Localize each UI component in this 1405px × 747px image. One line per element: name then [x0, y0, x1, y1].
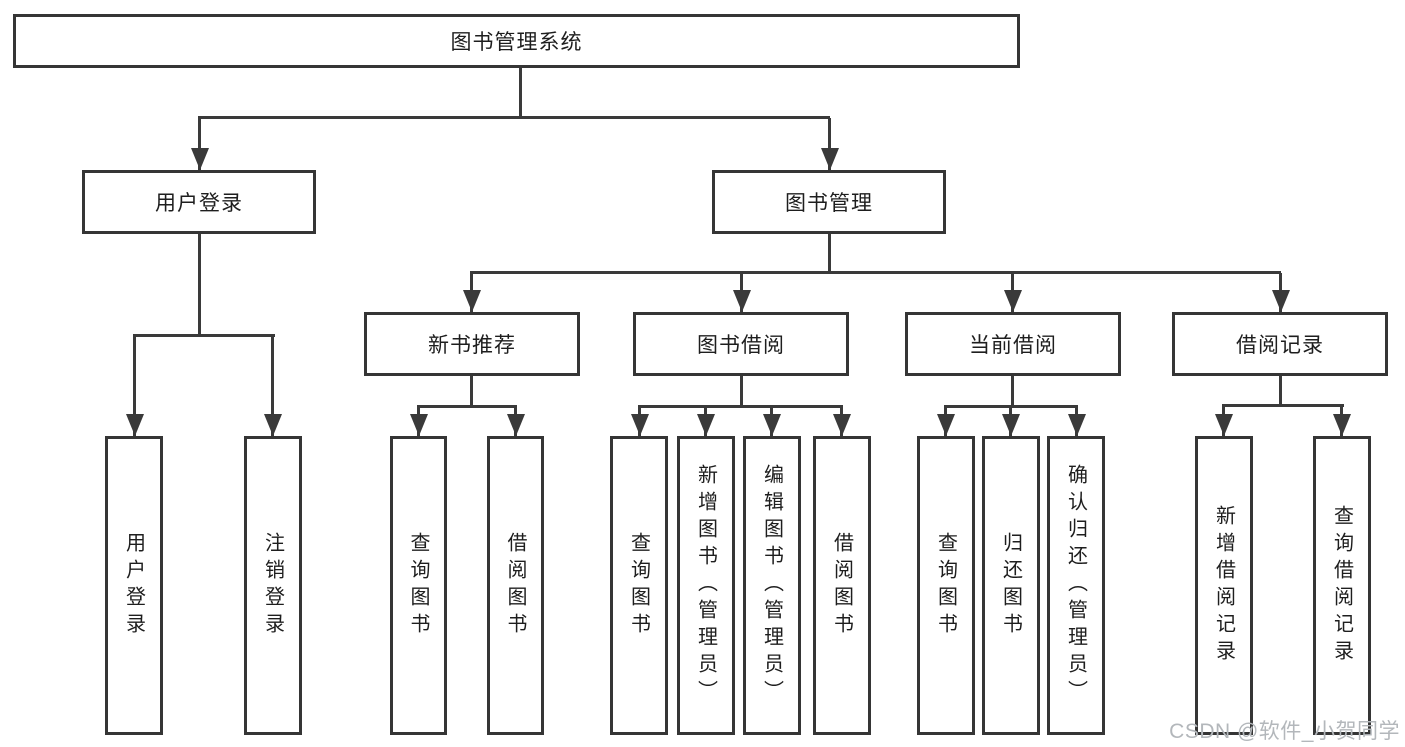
- leaf-borrow-add-admin: 新增图书（管理员）: [677, 436, 735, 735]
- connector-mgmt-split: [470, 271, 1281, 274]
- leaf-logout: 注销登录: [244, 436, 302, 735]
- connector-records-stem: [1279, 376, 1282, 406]
- node-root-system: 图书管理系统: [13, 14, 1020, 68]
- leaf-user-login: 用户登录: [105, 436, 163, 735]
- arrow-borrow-leaf-2: [696, 407, 715, 436]
- arrow-to-borrow-module: [732, 273, 751, 312]
- leaf-newbook-query: 查询图书: [390, 436, 447, 735]
- node-book-management: 图书管理: [712, 170, 946, 234]
- arrow-to-new-book-module: [462, 273, 481, 312]
- arrow-current-leaf-2: [1001, 407, 1020, 436]
- leaf-records-query: 查询借阅记录: [1313, 436, 1371, 735]
- connector-login-split: [133, 334, 275, 337]
- arrow-to-logout-leaf: [263, 336, 282, 436]
- arrow-newbook-leaf-2: [506, 407, 525, 436]
- leaf-current-confirm-admin: 确认归还（管理员）: [1047, 436, 1105, 735]
- connector-current-stem: [1011, 376, 1014, 407]
- arrow-to-records-module: [1271, 273, 1290, 312]
- node-borrow-records: 借阅记录: [1172, 312, 1388, 376]
- connector-newbook-stem: [470, 376, 473, 407]
- node-book-borrow: 图书借阅: [633, 312, 849, 376]
- connector-root-stem: [519, 68, 522, 118]
- arrow-borrow-leaf-3: [762, 407, 781, 436]
- connector-mgmt-stem: [828, 234, 831, 273]
- connector-current-split: [944, 405, 1078, 408]
- arrow-to-user-login-leaf: [125, 336, 144, 436]
- connector-borrow-stem: [740, 376, 743, 407]
- arrow-records-leaf-1: [1214, 406, 1233, 436]
- leaf-current-query: 查询图书: [917, 436, 975, 735]
- leaf-current-return: 归还图书: [982, 436, 1040, 735]
- arrow-borrow-leaf-4: [832, 407, 851, 436]
- node-new-book-recommend: 新书推荐: [364, 312, 580, 376]
- arrow-newbook-leaf-1: [409, 407, 428, 436]
- connector-records-split: [1222, 404, 1344, 407]
- arrow-borrow-leaf-1: [630, 407, 649, 436]
- connector-root-split: [198, 116, 830, 119]
- arrow-to-book-management: [820, 118, 839, 170]
- node-current-borrow: 当前借阅: [905, 312, 1121, 376]
- connector-borrow-split: [638, 405, 843, 408]
- arrow-to-current-module: [1003, 273, 1022, 312]
- leaf-borrow-query: 查询图书: [610, 436, 668, 735]
- arrow-current-leaf-1: [936, 407, 955, 436]
- leaf-borrow-borrow: 借阅图书: [813, 436, 871, 735]
- connector-login-stem: [198, 234, 201, 336]
- arrow-records-leaf-2: [1332, 406, 1351, 436]
- csdn-watermark: CSDN @软件_小贺同学: [1169, 720, 1400, 743]
- leaf-borrow-edit-admin: 编辑图书（管理员）: [743, 436, 801, 735]
- connector-newbook-split: [417, 405, 517, 408]
- leaf-records-add: 新增借阅记录: [1195, 436, 1253, 735]
- node-user-login-branch: 用户登录: [82, 170, 316, 234]
- leaf-newbook-borrow: 借阅图书: [487, 436, 544, 735]
- arrow-current-leaf-3: [1067, 407, 1086, 436]
- arrow-to-user-login-branch: [190, 118, 209, 170]
